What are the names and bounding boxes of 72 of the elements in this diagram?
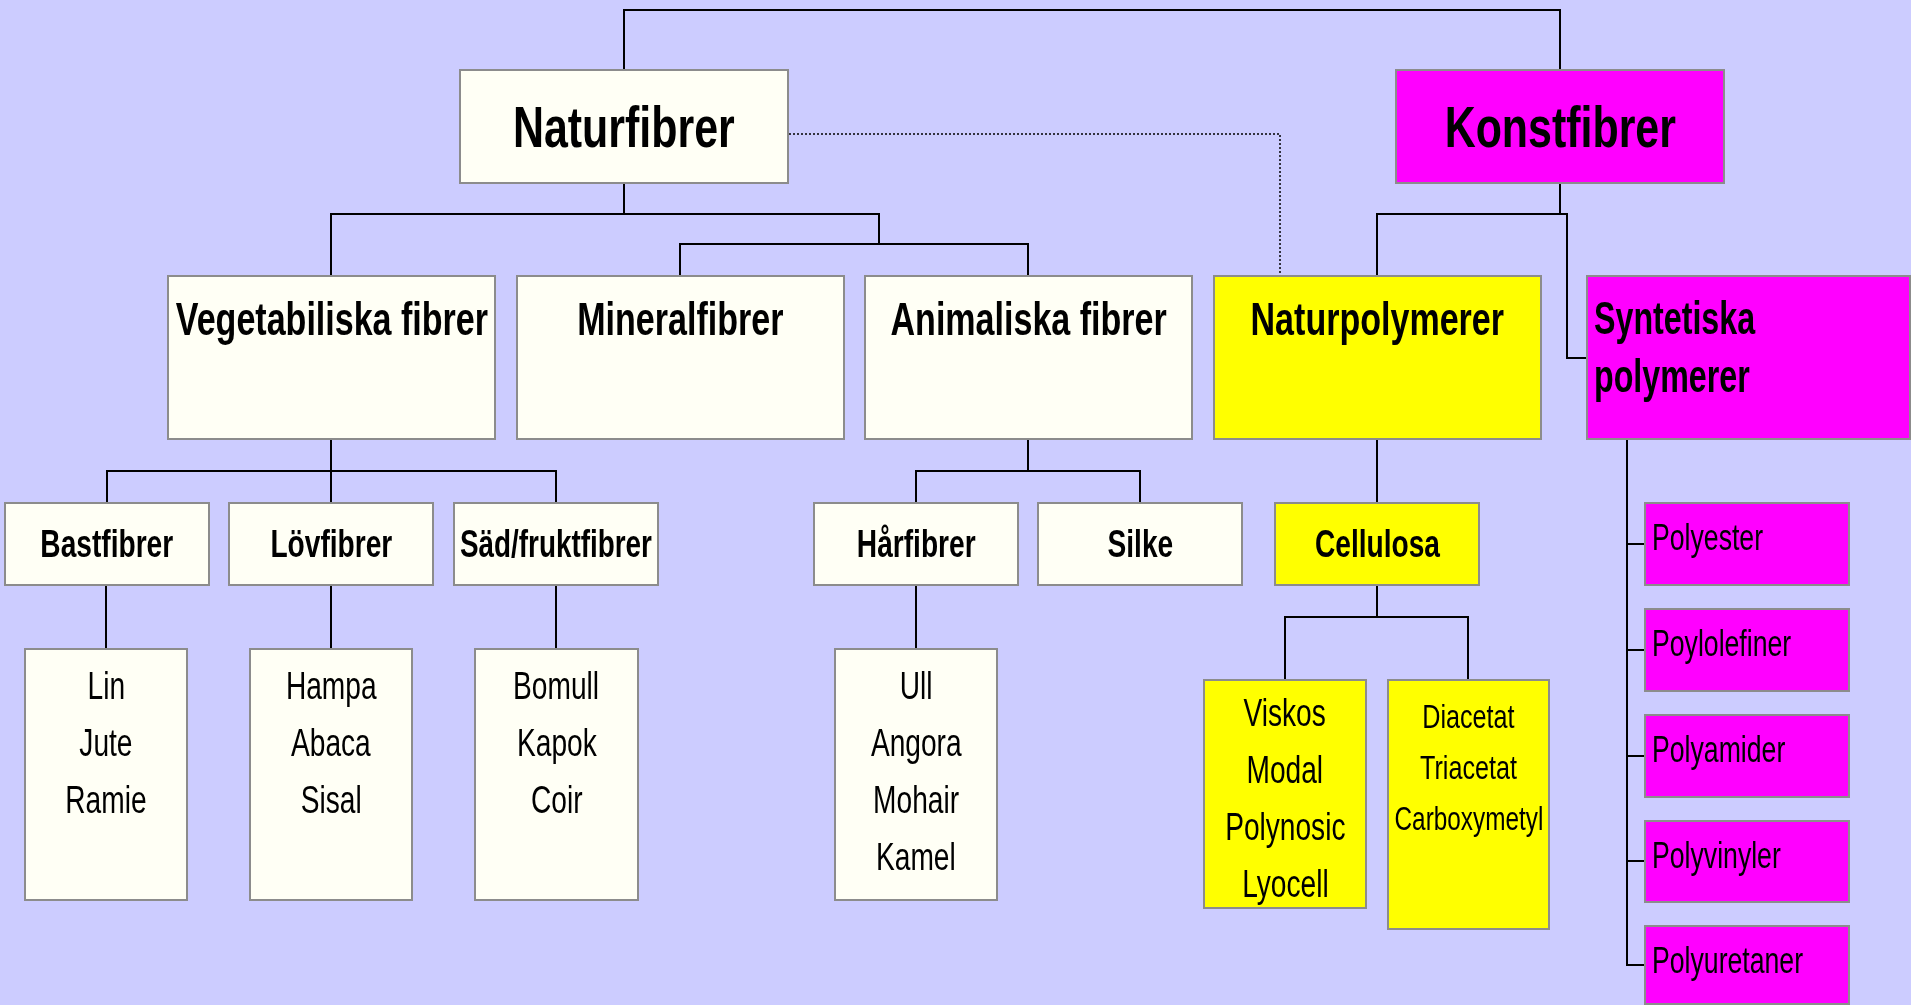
fiber-name: Mohair	[873, 778, 959, 823]
category-box	[228, 502, 434, 586]
category-box	[459, 69, 789, 184]
category-box	[516, 275, 845, 440]
fiber-name: Modal	[1246, 748, 1324, 793]
category-label: Syntetiska polymerer	[1594, 291, 1757, 404]
fiber-name: Abaca	[291, 721, 371, 766]
tree-connector	[105, 585, 107, 649]
fiber-name: Angora	[870, 721, 962, 766]
category-box	[24, 648, 188, 901]
synthetic-polymer-box	[1644, 714, 1850, 798]
synthetic-polymer-box	[1644, 502, 1850, 586]
fiber-name: Viskos	[1243, 691, 1327, 736]
synthetic-polymer-box	[1586, 275, 1911, 440]
tree-connector	[555, 585, 557, 649]
synthetic-polymer-box	[1644, 925, 1850, 1005]
category-label: Lövfibrer	[270, 521, 392, 567]
category-label: Vegetabiliska fibrer	[175, 292, 488, 347]
category-box	[834, 648, 998, 901]
category-box	[249, 648, 413, 901]
fiber-name: Kapok	[516, 721, 597, 766]
category-label: Polyuretaner	[1652, 939, 1804, 983]
fiber-name: Lyocell	[1241, 862, 1329, 907]
natural-polymer-box	[1274, 502, 1480, 586]
category-label: Cellulosa	[1314, 521, 1440, 567]
fiber-name: Ramie	[65, 778, 147, 823]
fiber-name: Kamel	[876, 835, 956, 880]
fiber-name: Ull	[899, 664, 933, 709]
synthetic-polymer-box	[1644, 608, 1850, 692]
fiber-name: Lin	[87, 664, 125, 709]
category-label: Bastfibrer	[40, 521, 174, 567]
category-box	[453, 502, 659, 586]
fiber-name: Diacetat	[1422, 696, 1515, 737]
fiber-name: Carboxymetyl	[1394, 798, 1543, 839]
natural-polymer-box	[1387, 679, 1550, 930]
category-label: Poylolefiner	[1652, 622, 1792, 666]
tree-connector	[623, 9, 1561, 70]
tree-connector	[1027, 439, 1141, 503]
category-label: Animaliska fibrer	[890, 292, 1167, 347]
fiber-name: Polynosic	[1224, 805, 1346, 850]
category-label: Säd/fruktfibrer	[460, 521, 652, 567]
tree-connector	[330, 439, 557, 503]
tree-connector	[1376, 585, 1469, 680]
category-box	[4, 502, 210, 586]
category-label: Polyamider	[1652, 728, 1786, 772]
synthetic-polymer-box	[1395, 69, 1725, 184]
fiber-name: Triacetat	[1420, 747, 1517, 788]
category-label: Konstfibrer	[1444, 93, 1676, 161]
category-label: Polyvinyler	[1652, 834, 1781, 878]
natural-polymer-box	[1213, 275, 1542, 440]
fiber-name: Sisal	[300, 778, 362, 823]
category-label: Silke	[1107, 521, 1173, 567]
category-label: Naturpolymerer	[1250, 292, 1505, 347]
fiber-name: Bomull	[513, 664, 600, 709]
category-label: Naturfibrer	[513, 93, 735, 161]
natural-polymer-box	[1203, 679, 1367, 909]
category-label: Hårfibrer	[856, 521, 976, 567]
fiber-name: Coir	[530, 778, 583, 823]
category-box	[864, 275, 1193, 440]
tree-connector	[1559, 183, 1587, 359]
fiber-name: Jute	[79, 721, 133, 766]
tree-connector	[330, 585, 332, 649]
synthetic-polymer-box	[1644, 820, 1850, 903]
fiber-name: Hampa	[285, 664, 377, 709]
category-box	[474, 648, 639, 901]
category-box	[813, 502, 1019, 586]
category-box	[167, 275, 496, 440]
category-label: Mineralfibrer	[577, 292, 784, 347]
tree-connector	[915, 585, 917, 649]
category-label: Polyester	[1652, 516, 1764, 560]
tree-connector	[1376, 439, 1378, 503]
category-box	[1037, 502, 1243, 586]
